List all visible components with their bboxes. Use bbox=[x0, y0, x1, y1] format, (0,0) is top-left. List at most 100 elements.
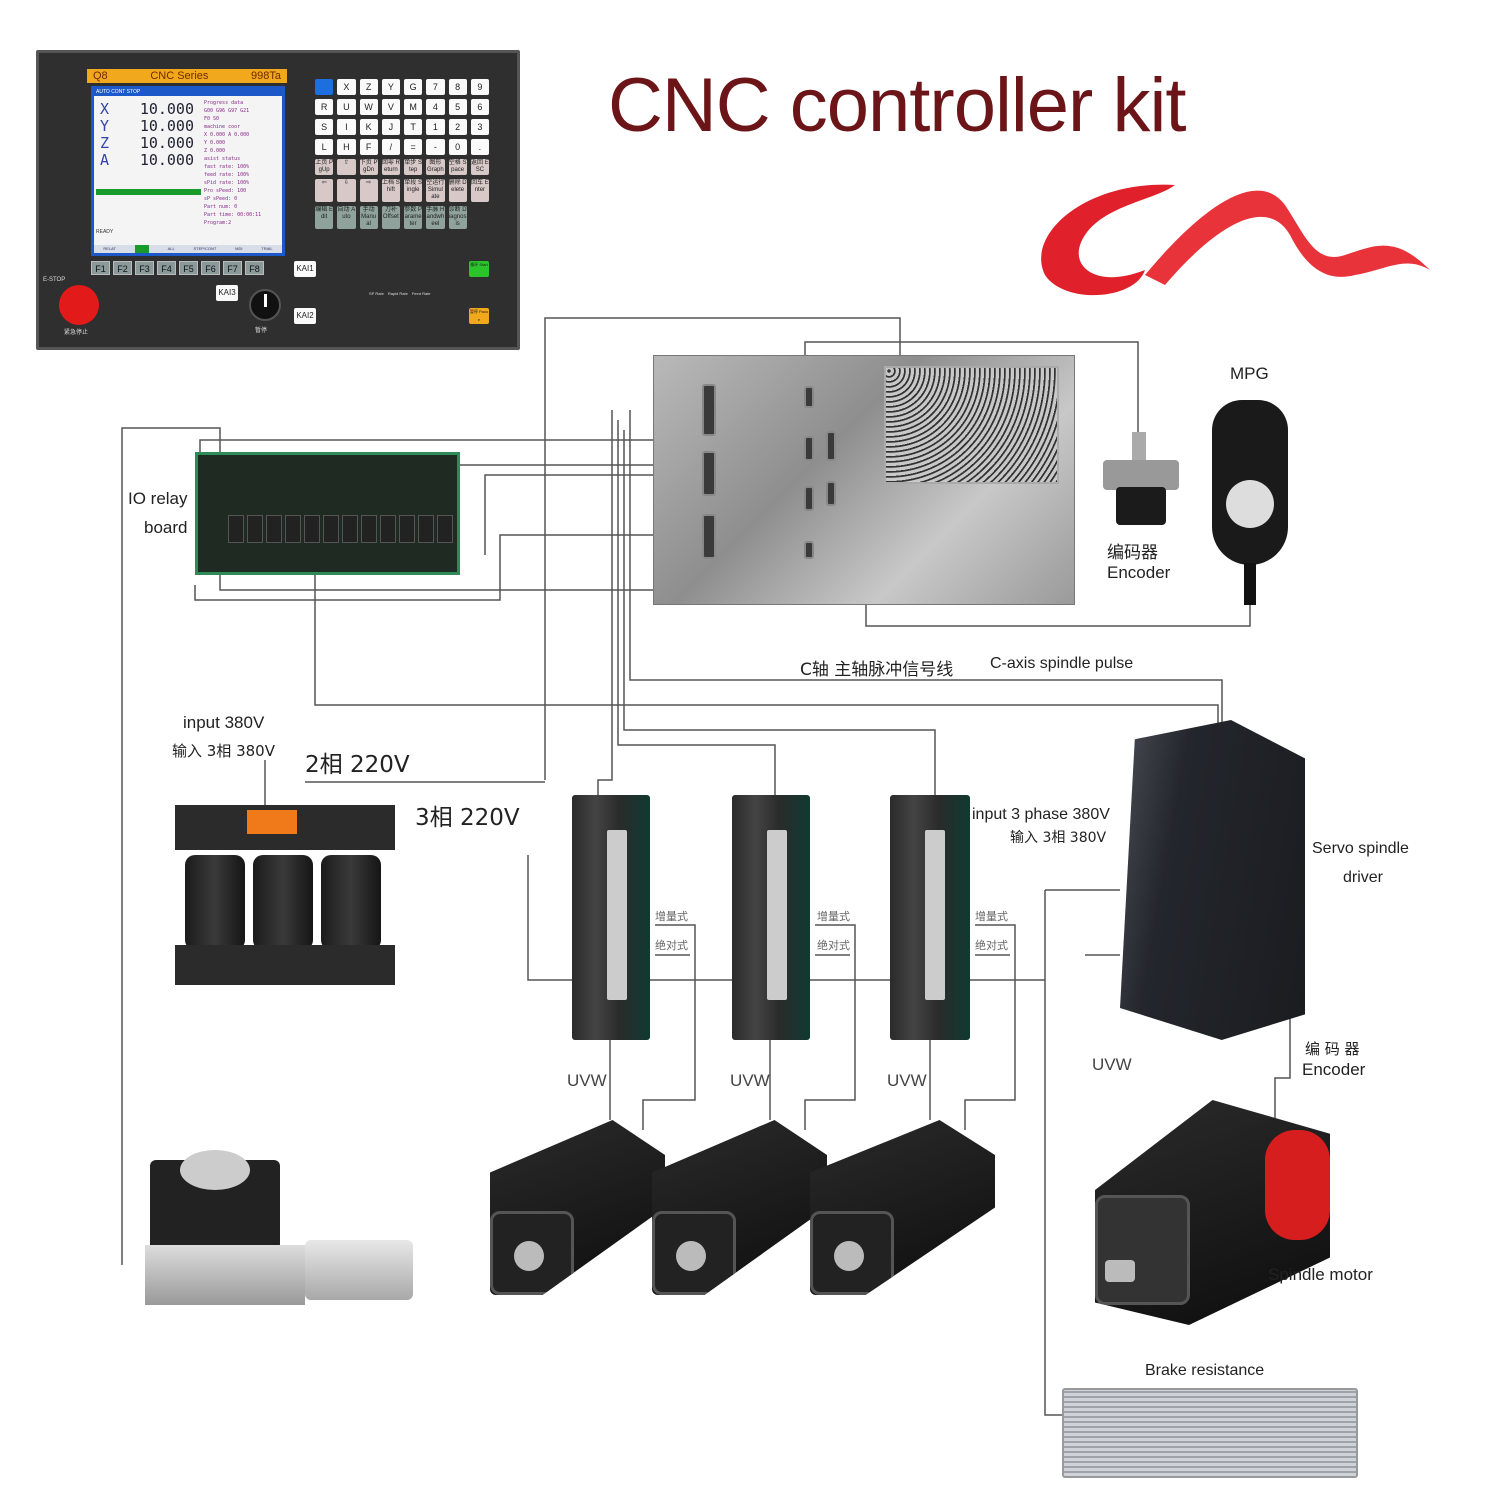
mpg-cable bbox=[1244, 563, 1256, 605]
keypad-key[interactable]: 7 bbox=[426, 79, 445, 95]
function-key[interactable]: 单步 Step bbox=[404, 159, 423, 175]
function-key[interactable]: 空运行 Simulate bbox=[426, 179, 445, 202]
f-key[interactable]: F2 bbox=[113, 261, 132, 275]
f-key[interactable]: F7 bbox=[223, 261, 242, 275]
screen-tab[interactable]: RELAT bbox=[103, 246, 116, 251]
io-relay-board bbox=[195, 452, 460, 575]
servo-driver-2 bbox=[732, 795, 810, 1040]
progress-bar bbox=[96, 189, 201, 195]
keypad-key[interactable]: X bbox=[337, 79, 356, 95]
function-key[interactable]: 下页 PgDn bbox=[359, 159, 378, 175]
ready-text: READY bbox=[96, 229, 114, 235]
mpg-label: MPG bbox=[1230, 364, 1269, 383]
keypad-key[interactable]: V bbox=[381, 99, 400, 115]
servo-spindle-label-2: driver bbox=[1343, 869, 1384, 886]
keypad-key[interactable]: Y bbox=[381, 79, 400, 95]
f-key[interactable]: F6 bbox=[201, 261, 220, 275]
keypad-key[interactable]: . bbox=[470, 139, 489, 155]
screen-tab[interactable] bbox=[134, 245, 149, 253]
f-key[interactable]: F4 bbox=[157, 261, 176, 275]
keypad-key[interactable]: I bbox=[337, 119, 356, 135]
mode-key[interactable]: 自动 Auto bbox=[337, 206, 356, 229]
feed-override-knob[interactable] bbox=[249, 289, 281, 321]
keypad-key[interactable]: L bbox=[315, 139, 334, 155]
function-key[interactable]: 回零 Return bbox=[381, 159, 400, 175]
shift-key[interactable] bbox=[315, 79, 334, 95]
f-key[interactable]: F3 bbox=[135, 261, 154, 275]
wire bbox=[617, 420, 776, 795]
function-key[interactable]: ⇧ bbox=[337, 159, 356, 175]
keypad-key[interactable]: M bbox=[404, 99, 423, 115]
io-relay-label: IO relay bbox=[128, 489, 188, 508]
screen-tabs: RELAT ALL STEP/CONT MDI TRAIL bbox=[94, 245, 282, 253]
function-key[interactable]: 回车 Enter bbox=[470, 179, 489, 202]
keypad-key[interactable]: 6 bbox=[470, 99, 489, 115]
keypad-key[interactable]: 2 bbox=[448, 119, 467, 135]
f-key[interactable]: F1 bbox=[91, 261, 110, 275]
keypad-key[interactable]: 8 bbox=[448, 79, 467, 95]
function-key[interactable]: 上页 PgUp bbox=[315, 159, 334, 175]
relay bbox=[266, 515, 282, 543]
page-title: CNC controller kit bbox=[608, 63, 1186, 148]
function-key[interactable]: 返回 ESC bbox=[470, 159, 489, 175]
screen-tab[interactable]: STEP/CONT bbox=[193, 246, 217, 251]
function-key[interactable]: 上档 Shift bbox=[381, 179, 400, 202]
keypad-key[interactable]: = bbox=[404, 139, 423, 155]
axis-value: 10.000 bbox=[139, 151, 194, 169]
mode-key[interactable]: 参数 Parameter bbox=[404, 206, 423, 229]
keypad-key[interactable]: 0 bbox=[448, 139, 467, 155]
f-key[interactable]: F8 bbox=[245, 261, 264, 275]
keypad-key[interactable]: Z bbox=[359, 79, 378, 95]
mode-key[interactable]: 编辑 Edit bbox=[315, 206, 334, 229]
screen-tab[interactable]: TRAIL bbox=[261, 246, 273, 251]
keypad-key[interactable]: 9 bbox=[470, 79, 489, 95]
keypad-key[interactable]: S bbox=[315, 119, 334, 135]
mode-key[interactable]: 手脉 Handwheel bbox=[426, 206, 445, 229]
spindle-encoder-en-label: Encoder bbox=[1302, 1060, 1366, 1079]
keypad-key[interactable]: U bbox=[337, 99, 356, 115]
status-line: Part time: 00:00:11 bbox=[204, 212, 262, 218]
cycle-start-button[interactable]: 循环 Start bbox=[469, 261, 489, 277]
incremental-label-1: 增量式 bbox=[655, 910, 688, 923]
pause-button[interactable]: 暂停 Pause bbox=[469, 308, 489, 324]
rapid-rate-label: Rapid Rate bbox=[387, 291, 408, 296]
screen-tab[interactable]: MDI bbox=[235, 246, 243, 251]
feed-rate-label: Feed Rate bbox=[411, 291, 431, 296]
function-key[interactable]: ⇩ bbox=[337, 179, 356, 202]
emergency-stop-button[interactable] bbox=[59, 285, 99, 325]
function-key[interactable]: 图形 Graph bbox=[426, 159, 445, 175]
keypad-key[interactable]: 4 bbox=[426, 99, 445, 115]
keypad-key[interactable]: R bbox=[315, 99, 334, 115]
keypad-key[interactable]: J bbox=[381, 119, 400, 135]
function-key[interactable]: 空格 Space bbox=[448, 159, 467, 175]
kai3-key[interactable]: KAI3 bbox=[216, 285, 238, 301]
keypad-key[interactable]: / bbox=[381, 139, 400, 155]
keypad-key[interactable]: 1 bbox=[426, 119, 445, 135]
keypad-key[interactable]: - bbox=[426, 139, 445, 155]
keypad-key[interactable]: T bbox=[404, 119, 423, 135]
keypad-key[interactable]: K bbox=[359, 119, 378, 135]
mode-key[interactable]: 刀补 Offset bbox=[381, 206, 400, 229]
wire bbox=[1044, 890, 1062, 1416]
screen-tab[interactable]: ALL bbox=[167, 246, 175, 251]
keypad-key[interactable]: 5 bbox=[448, 99, 467, 115]
keypad-key[interactable]: G bbox=[404, 79, 423, 95]
mode-key[interactable]: 诊断 Diagnosis bbox=[448, 206, 467, 229]
keypad-key[interactable]: H bbox=[337, 139, 356, 155]
f-key[interactable]: F5 bbox=[179, 261, 198, 275]
function-key[interactable]: 单段 Single bbox=[404, 179, 423, 202]
kai2-key[interactable]: KAI2 bbox=[294, 308, 316, 324]
keypad-key[interactable]: W bbox=[359, 99, 378, 115]
mode-key[interactable]: 手动 Manual bbox=[359, 206, 378, 229]
keypad-key[interactable]: 3 bbox=[470, 119, 489, 135]
kai1-key[interactable]: KAI1 bbox=[294, 261, 316, 277]
keypad-key[interactable]: F bbox=[359, 139, 378, 155]
function-key[interactable]: ⇦ bbox=[315, 179, 334, 202]
function-key[interactable]: ⇨ bbox=[359, 179, 378, 202]
function-key[interactable]: 删除 Delete bbox=[448, 179, 467, 202]
